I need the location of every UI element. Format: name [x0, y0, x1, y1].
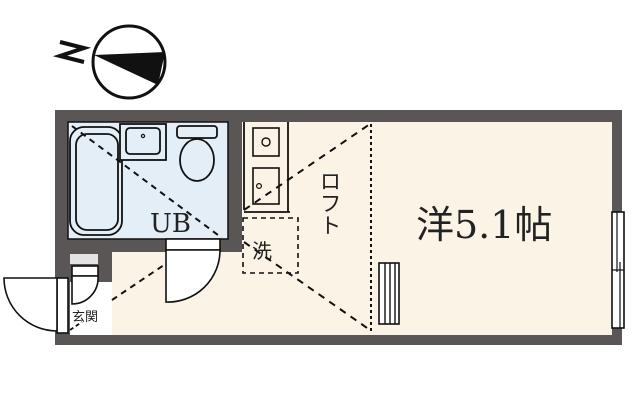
- bathroom-door-icon: [165, 238, 221, 303]
- toilet-icon: [176, 125, 218, 182]
- loft-label: ロフト: [316, 170, 341, 236]
- loft-outline: ロフト: [243, 123, 372, 332]
- north-label-icon: [52, 40, 92, 64]
- stove-icon: [252, 127, 280, 157]
- north-arrow-icon: [91, 24, 167, 100]
- unit-bath-area: UB: [67, 121, 229, 240]
- entrance-label: 玄関: [72, 310, 98, 325]
- shoe-cabinet-icon: [70, 254, 99, 305]
- entrance-door-icon: [3, 277, 83, 334]
- kitchen-area: [242, 122, 290, 213]
- sink-icon: [119, 123, 167, 161]
- bath-label: UB: [150, 209, 191, 239]
- main-room-label: 洋5.1帖: [416, 203, 552, 247]
- window-icon: [611, 211, 625, 329]
- compass: [52, 24, 167, 100]
- ladder-icon: [378, 262, 400, 325]
- bathtub-icon: [69, 126, 123, 236]
